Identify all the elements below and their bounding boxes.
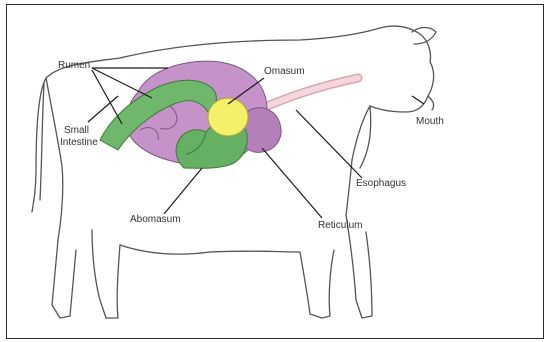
label-omasum: Omasum (264, 66, 305, 77)
label-rumen: Rumen (58, 60, 90, 71)
label-reticulum: Reticulum (318, 220, 362, 231)
label-esophagus: Esophagus (356, 178, 406, 189)
label-abomasum: Abomasum (130, 214, 181, 225)
label-small-intestine-2: Intestine (60, 137, 98, 148)
label-small-intestine-1: Small (64, 125, 89, 136)
label-mouth: Mouth (416, 116, 444, 127)
